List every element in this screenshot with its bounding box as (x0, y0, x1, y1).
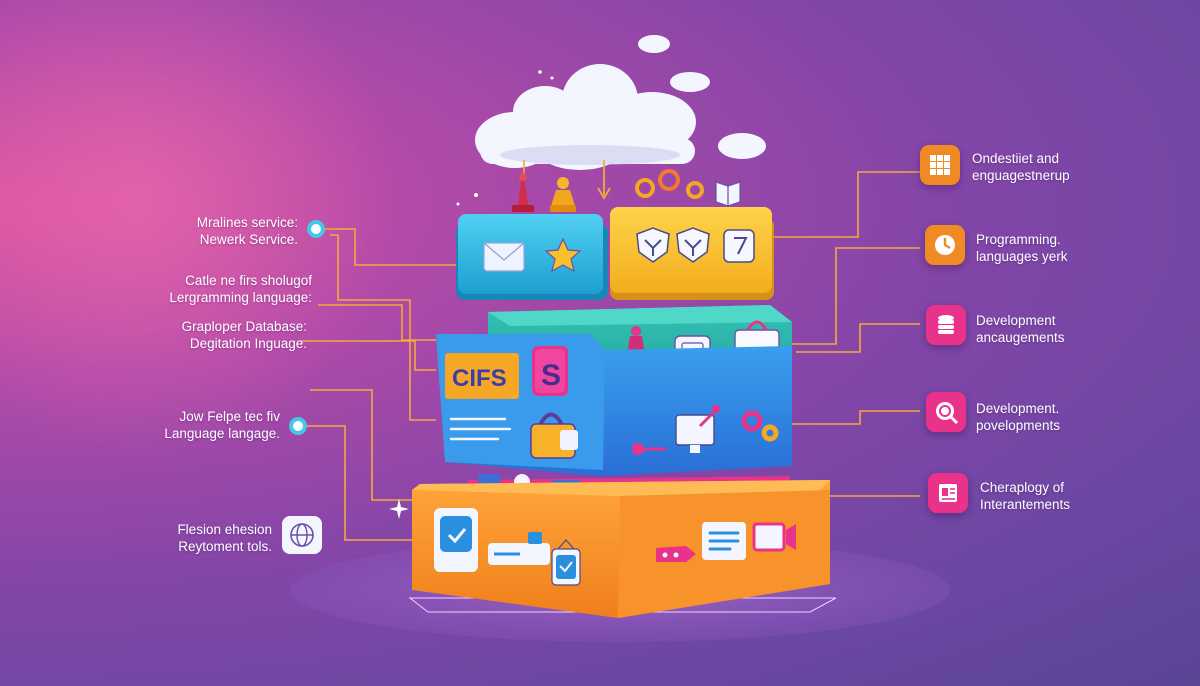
gear-icons (635, 169, 704, 199)
left-label-line: Reytoment tols. (178, 539, 272, 554)
yellow-block (610, 207, 774, 300)
left-label-line: Graploper Database: (181, 319, 307, 334)
left-label-line: Flesion ehesion (177, 522, 272, 537)
left-label-line: Catle ne firs sholugof (185, 273, 312, 288)
clock-icon (925, 225, 965, 265)
right-label-line: Ondestiiet and (972, 151, 1060, 166)
chess-pawn-red (512, 173, 534, 212)
left-label-language: Jow Felpe tec fiv Language langage. (164, 408, 280, 442)
right-label-line: Development (976, 313, 1056, 328)
monitor-icon (675, 405, 720, 453)
s-badge (532, 346, 568, 396)
text-lines-icon (449, 417, 512, 441)
padlock-icon (530, 412, 578, 459)
right-label-line: languages yerk (976, 249, 1068, 264)
right-label-5: Cheraplogy of Interantements (980, 479, 1070, 513)
cloud-arrow (597, 160, 611, 200)
cifs-card (445, 353, 519, 399)
connector-lines (300, 171, 920, 541)
orange-block (412, 480, 830, 618)
chess-pawn-yellow (550, 177, 576, 212)
right-label-4: Development. povelopments (976, 400, 1060, 434)
left-marker-language (289, 417, 307, 435)
left-label-line: Newerk Service. (199, 232, 298, 247)
video-camera-icon (752, 522, 796, 552)
right-label-line: Development. (976, 401, 1060, 416)
s-badge-text: S (541, 359, 561, 392)
key-icon (632, 443, 666, 455)
left-marker-network (307, 220, 325, 238)
blue-block (436, 334, 792, 476)
right-label-line: Cheraplogy of (980, 480, 1065, 495)
left-label-deployment-tools: Flesion ehesion Reytoment tols. (177, 521, 272, 555)
magnifier-icon (926, 392, 966, 432)
left-label-line: Jow Felpe tec fiv (179, 409, 280, 424)
right-label-3: Development ancaugements (976, 312, 1065, 346)
checkbox-phone-icon (434, 508, 478, 572)
document-icon (928, 473, 968, 513)
right-label-line: Interantements (980, 497, 1071, 512)
right-label-line: ancaugements (976, 330, 1065, 345)
right-label-2: Programming. languages yerk (976, 231, 1068, 265)
right-label-line: enguagestnerup (972, 168, 1070, 183)
left-label-network-service: Mralines service: Newerk Service. (197, 214, 298, 248)
sparkle-icons (389, 70, 554, 519)
tag-icon (656, 546, 696, 562)
left-label-line: Language langage. (164, 426, 280, 441)
cloud-shading (500, 145, 680, 165)
database-icon (926, 305, 966, 345)
cyan-block (456, 214, 608, 300)
right-label-line: povelopments (976, 418, 1061, 433)
chat-card-icon (702, 522, 746, 560)
right-label-1: Ondestiiet and enguagestnerup (972, 150, 1070, 184)
left-label-line: Lergramming language: (169, 290, 312, 305)
tv-check-icon (551, 539, 581, 586)
right-label-line: Programming. (976, 232, 1061, 247)
globe-icon (282, 516, 322, 554)
gear-pair-icon (741, 410, 779, 442)
search-bar-icon (488, 532, 550, 565)
left-label-programming-language: Catle ne firs sholugof Lergramming langu… (169, 272, 312, 306)
left-label-line: Mralines service: (196, 215, 298, 230)
book-icon (715, 181, 741, 207)
left-label-line: Degitation Inguage. (189, 336, 307, 351)
grid-icon (920, 145, 960, 185)
left-label-database: Graploper Database: Degitation Inguage. (182, 318, 307, 352)
cifs-text: CIFS (452, 365, 507, 392)
